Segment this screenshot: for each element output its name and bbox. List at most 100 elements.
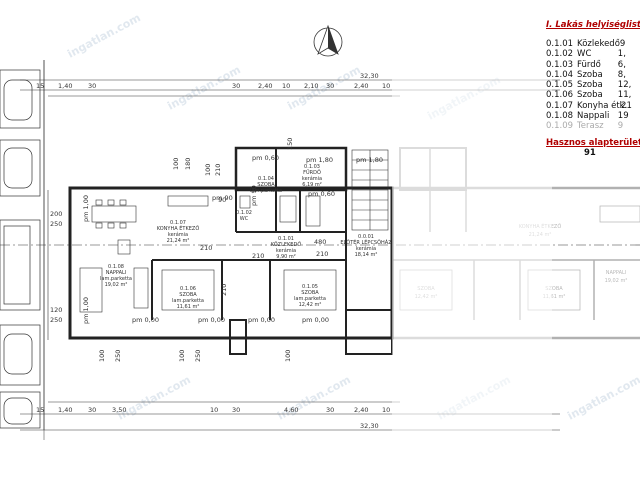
room-code: 0.1.03 xyxy=(546,59,574,70)
room-code: 0.1.02 xyxy=(546,49,574,60)
bed xyxy=(283,269,337,311)
dim-label: 480 xyxy=(314,238,326,246)
opening-label: pm 0,00 xyxy=(198,316,225,324)
dim-label: 2,10 xyxy=(304,82,318,90)
room-floor: lam.parketta xyxy=(250,188,282,194)
room-area: 9,90 m² xyxy=(276,254,296,260)
room-name: Konyha étk. xyxy=(577,100,628,111)
room-number: 0.1.03 xyxy=(304,164,320,170)
toilet xyxy=(239,195,251,209)
watermark: ingatlan.com xyxy=(115,373,193,422)
room-schedule-title: I. Lakás helyiséglista: xyxy=(546,20,640,30)
room-area: 1, xyxy=(617,49,626,60)
room-name: FÜRDŐ xyxy=(303,169,321,176)
watermark: ingatlan.com xyxy=(435,373,513,422)
room-area: 6,19 m² xyxy=(302,182,322,188)
opening-label: pm 1,00 xyxy=(82,297,90,324)
room-area: 9 xyxy=(617,121,624,132)
armchair xyxy=(117,239,131,255)
room-labels: 0.1.07 KONYHA ÉTKEZŐ kerámia 21,24 m² 0.… xyxy=(100,164,392,310)
room-name: WC xyxy=(240,216,249,222)
room-area: 8, xyxy=(617,69,626,80)
ghost-room-area: 19,02 m² xyxy=(605,278,628,284)
interior-dimension-labels: 100 180 100 210 150 90 210 210 480 210 2… xyxy=(98,138,328,362)
left-vertical-dimensions: 200 250 120 250 xyxy=(47,190,62,340)
room-area: 9 xyxy=(619,39,626,49)
bottom-segment-labels: 15 1,40 30 3,50 10 30 4,60 30 2,40 10 xyxy=(36,406,390,414)
dim-label: 1,40 xyxy=(58,82,72,90)
room-name: Szoba xyxy=(577,69,603,80)
car-icon xyxy=(0,324,41,386)
dining-table xyxy=(91,205,137,223)
room-name: Közlekedő xyxy=(577,39,620,49)
room-number: 0.1.07 xyxy=(170,220,186,226)
dim-label: 10 xyxy=(382,406,390,414)
dim-label: 3,50 xyxy=(112,406,126,414)
dim-label: 30 xyxy=(88,406,96,414)
room-name: SZOBA xyxy=(179,292,197,298)
dim-label: 180 xyxy=(184,158,192,170)
dim-label: 210 xyxy=(200,244,212,252)
kitchen-counter xyxy=(167,195,209,207)
dim-label: 250 xyxy=(114,350,122,362)
ghost-room-name: KONYHA ÉTKEZŐ xyxy=(519,222,562,230)
dim-label: 30 xyxy=(232,406,240,414)
room-number: 0.1.08 xyxy=(108,264,124,270)
shower xyxy=(305,195,321,227)
dim-label: 2,40 xyxy=(258,82,272,90)
room-name: WC xyxy=(577,49,592,60)
car-icon xyxy=(0,139,41,197)
north-arrow-icon xyxy=(313,24,343,57)
opening-label: pm 0,60 xyxy=(308,190,335,198)
dim-label: 250 xyxy=(194,350,202,362)
room-number: 0.0.01 xyxy=(358,234,374,240)
ghost-room-area: 11,61 m² xyxy=(543,294,566,300)
entrance-box xyxy=(0,219,41,311)
opening-label: pm 0,60 xyxy=(252,154,279,162)
opening-label: pm 0,00 xyxy=(248,316,275,324)
sofa xyxy=(79,267,103,313)
total-area-label: Hasznos alapterülete az xyxy=(546,137,640,148)
room-area: 21 xyxy=(621,100,632,111)
stairs xyxy=(351,149,389,231)
room-name: KONYHA ÉTKEZŐ xyxy=(157,224,200,232)
room-name: NAPPALI xyxy=(106,270,127,276)
tv-stand xyxy=(133,267,149,309)
room-area: 19,02 m² xyxy=(105,282,128,288)
room-number: 0.1.06 xyxy=(180,286,196,292)
room-area: 6, xyxy=(617,59,626,70)
bathtub xyxy=(279,195,297,223)
room-floor: lam.parketta xyxy=(100,276,132,282)
room-code: 0.1.01 xyxy=(546,39,574,49)
furniture xyxy=(79,195,337,313)
room-area: 12,42 m² xyxy=(299,302,322,308)
dim-label: 10 xyxy=(382,82,390,90)
opening-labels: pm 0,60 pm 1,80 pm 1,80 pm 1,00 pm 90 pm… xyxy=(82,154,383,324)
room-name: Szoba xyxy=(577,90,603,101)
dim-label: 100 xyxy=(98,350,106,362)
room-number: 0.1.02 xyxy=(236,210,252,216)
watermark: ingatlan.com xyxy=(285,63,363,112)
car-icon xyxy=(0,69,41,129)
dim-label: 30 xyxy=(232,82,240,90)
ghost-room-area: 12,42 m² xyxy=(415,294,438,300)
room-name: ELŐTÉR LÉPCSŐHÁZ xyxy=(340,238,392,246)
room-name: Terasz xyxy=(577,121,604,132)
ghost-room-name: SZOBA xyxy=(545,286,563,292)
room-area: 12, xyxy=(617,80,632,91)
room-code: 0.1.06 xyxy=(546,90,574,101)
room-floor: kerámia xyxy=(302,175,322,182)
dim-label: 10 xyxy=(210,406,218,414)
watermark: ingatlan.com xyxy=(425,73,503,122)
room-floor: kerámia xyxy=(168,231,188,238)
room-name: SZOBA xyxy=(257,182,275,188)
top-segment-labels: 15 1,40 30 30 2,40 10 2,10 30 2,40 10 xyxy=(36,82,390,90)
dim-label: 100 xyxy=(172,158,180,170)
watermark: ingatlan.com xyxy=(275,373,353,422)
dim-label: 100 xyxy=(284,350,292,362)
room-name: Nappali xyxy=(577,111,610,122)
